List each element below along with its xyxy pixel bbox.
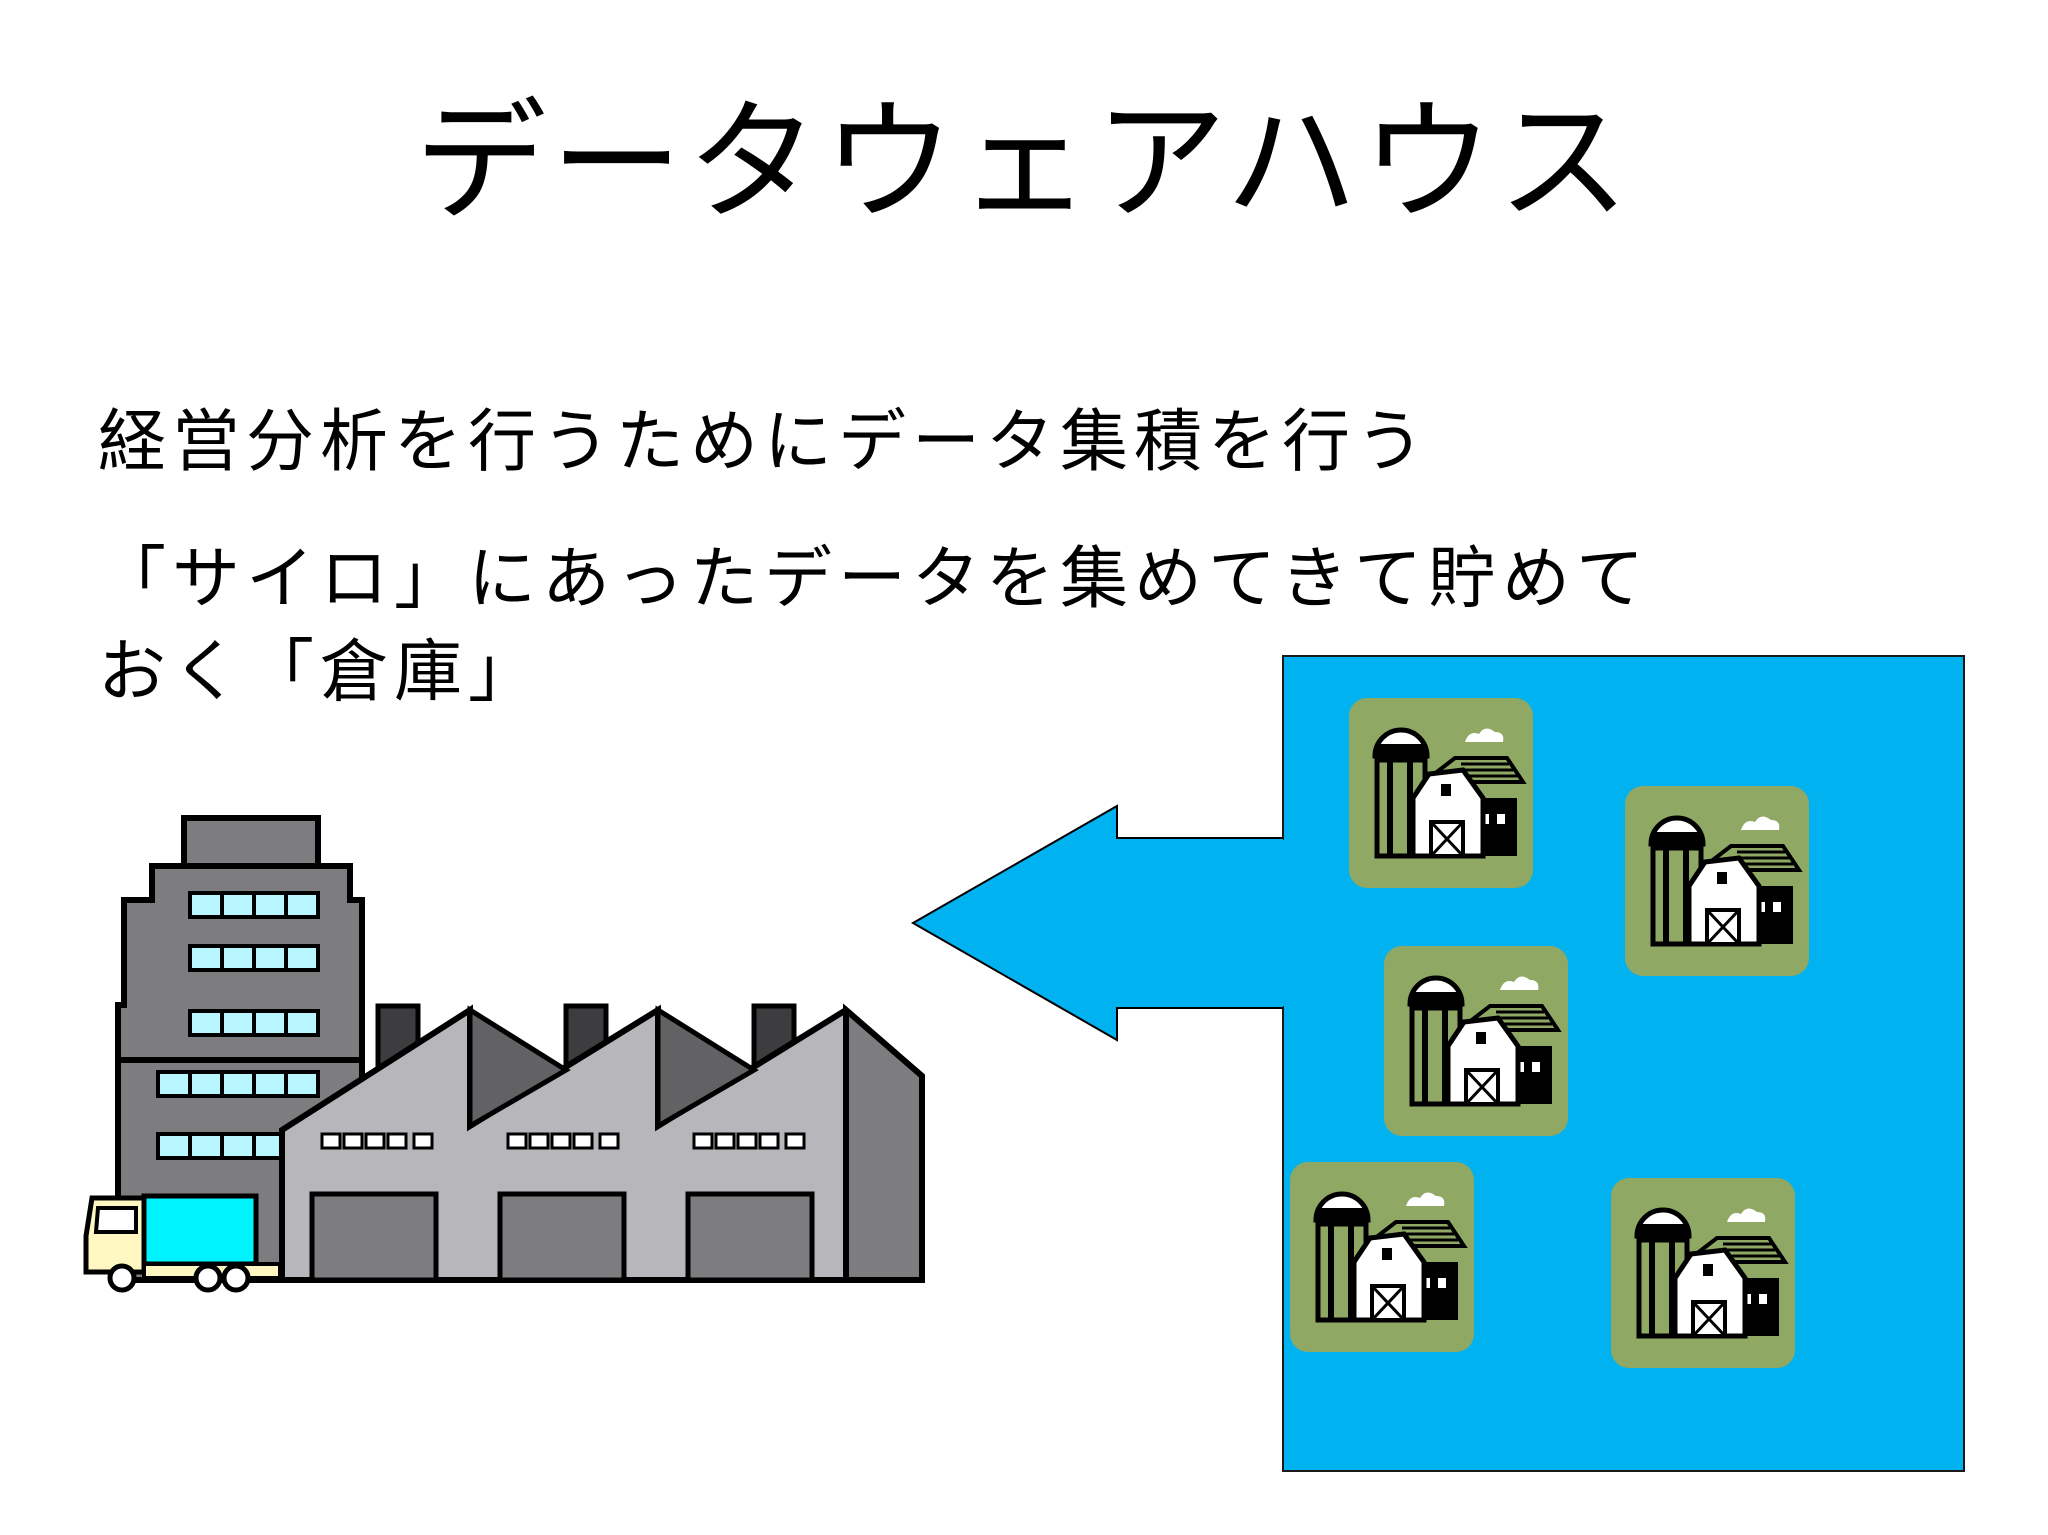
farm-silo-icon	[1611, 1178, 1795, 1368]
bullet-text-3: おく「倉庫」	[98, 633, 543, 712]
slide-title: データウェアハウス	[414, 86, 1634, 240]
farm-silo-icon	[1625, 786, 1809, 976]
bullet-text-2: 「サイロ」にあったデータを集めてきて貯めて	[98, 540, 1650, 619]
left-arrow-icon	[910, 804, 1283, 1042]
farm-silo-icon	[1290, 1162, 1474, 1352]
bullet-text-1: 経営分析を行うためにデータ集積を行う	[98, 403, 1431, 482]
farm-silo-icon	[1384, 946, 1568, 1136]
delivery-truck-icon	[83, 1193, 282, 1293]
farm-silo-icon	[1349, 698, 1533, 888]
factory-warehouse-icon	[279, 1003, 925, 1283]
